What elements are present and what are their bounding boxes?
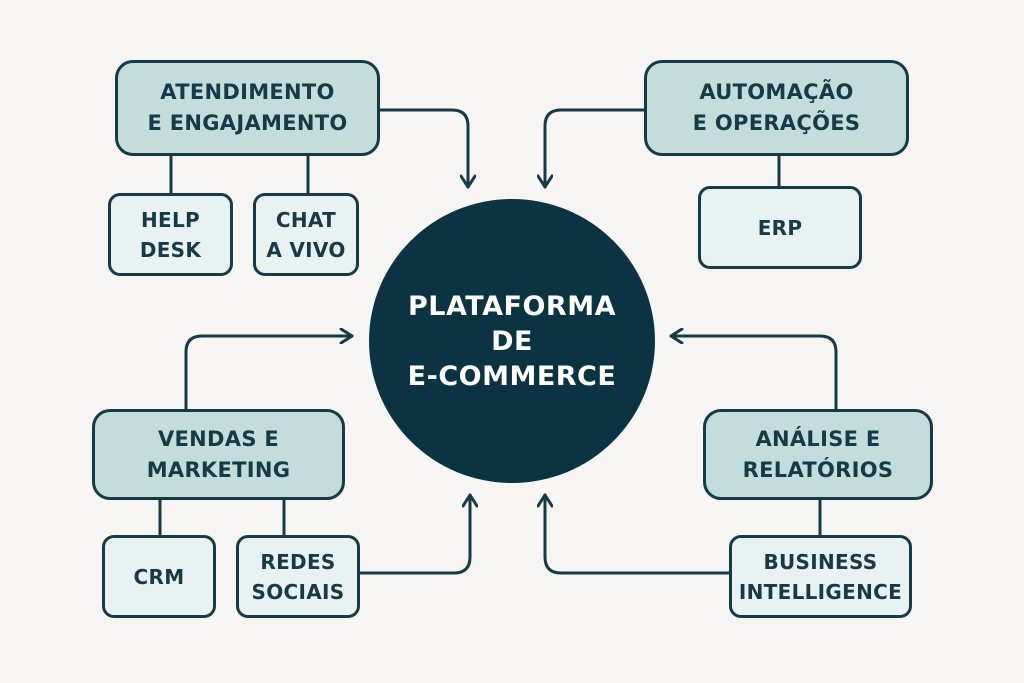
- node-label: BUSINESS INTELLIGENCE: [738, 549, 903, 604]
- node-vendas-marketing: VENDAS E MARKETING: [92, 409, 345, 500]
- node-atendimento-engajamento: ATENDIMENTO E ENGAJAMENTO: [115, 60, 380, 156]
- node-label: CRM: [133, 564, 185, 589]
- node-label: VENDAS E MARKETING: [146, 426, 291, 482]
- node-redes-sociais: REDES SOCIAIS: [236, 535, 360, 618]
- node-analise-relatorios: ANÁLISE E RELATÓRIOS: [703, 409, 933, 500]
- node-erp: ERP: [698, 186, 862, 269]
- node-label: REDES SOCIAIS: [251, 549, 345, 604]
- node-help-desk: HELP DESK: [108, 193, 233, 276]
- node-label: HELP DESK: [139, 207, 202, 262]
- hub-label: PLATAFORMA DE E-COMMERCE: [407, 290, 617, 392]
- node-automacao-operacoes: AUTOMAÇÃO E OPERAÇÕES: [644, 60, 909, 156]
- arrow-bi-to-hub: [545, 493, 731, 575]
- node-label: ERP: [757, 215, 803, 240]
- arrow-vendas-to-hub: [184, 336, 354, 411]
- arrow-analise-to-hub: [669, 336, 838, 411]
- arrow-redes-to-hub: [357, 493, 470, 575]
- arrow-atendimento-to-hub: [377, 108, 468, 189]
- node-business-intelligence: BUSINESS INTELLIGENCE: [729, 535, 912, 618]
- hub-node-plataforma-ecommerce: PLATAFORMA DE E-COMMERCE: [369, 199, 655, 483]
- arrow-automacao-to-hub: [545, 108, 646, 189]
- node-chat-a-vivo: CHAT A VIVO: [253, 193, 359, 276]
- node-label: ATENDIMENTO E ENGAJAMENTO: [147, 80, 348, 135]
- node-crm: CRM: [102, 535, 216, 618]
- node-label: ANÁLISE E RELATÓRIOS: [742, 426, 894, 482]
- node-label: CHAT A VIVO: [266, 207, 346, 262]
- node-label: AUTOMAÇÃO E OPERAÇÕES: [692, 80, 861, 135]
